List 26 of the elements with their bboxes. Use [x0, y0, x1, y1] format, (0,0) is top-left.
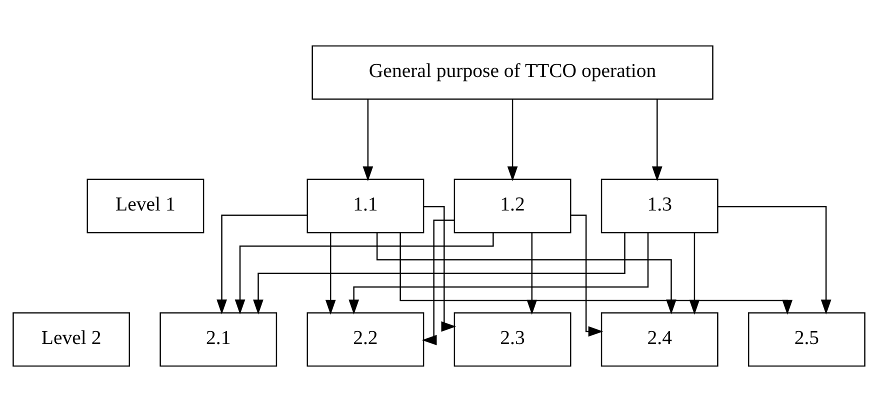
arrow — [507, 99, 518, 182]
node-box: 1.2 — [454, 178, 572, 234]
arrow — [526, 232, 538, 315]
node-box: 1.1 — [306, 178, 424, 234]
node-box: Level 1 — [86, 178, 204, 234]
node-box: General purpose of TTCO operation — [312, 45, 714, 100]
node-box: 1.3 — [600, 178, 718, 234]
node-box: 2.1 — [160, 312, 278, 367]
arrow — [400, 232, 793, 315]
arrow — [348, 232, 649, 314]
arrow — [376, 232, 676, 314]
node-box: 2.2 — [306, 312, 424, 367]
node-box: 2.4 — [600, 312, 718, 367]
arrow — [570, 214, 604, 337]
arrow — [325, 232, 336, 315]
node-box: 2.3 — [454, 312, 572, 367]
node-box: Level 2 — [12, 312, 130, 367]
arrow — [422, 220, 454, 346]
arrow — [362, 99, 374, 182]
arrow — [689, 232, 700, 315]
arrow — [253, 232, 626, 314]
arrow — [216, 214, 308, 314]
arrow — [718, 206, 832, 314]
arrow — [424, 206, 456, 332]
node-box: 2.5 — [748, 312, 866, 367]
arrow — [652, 99, 662, 182]
